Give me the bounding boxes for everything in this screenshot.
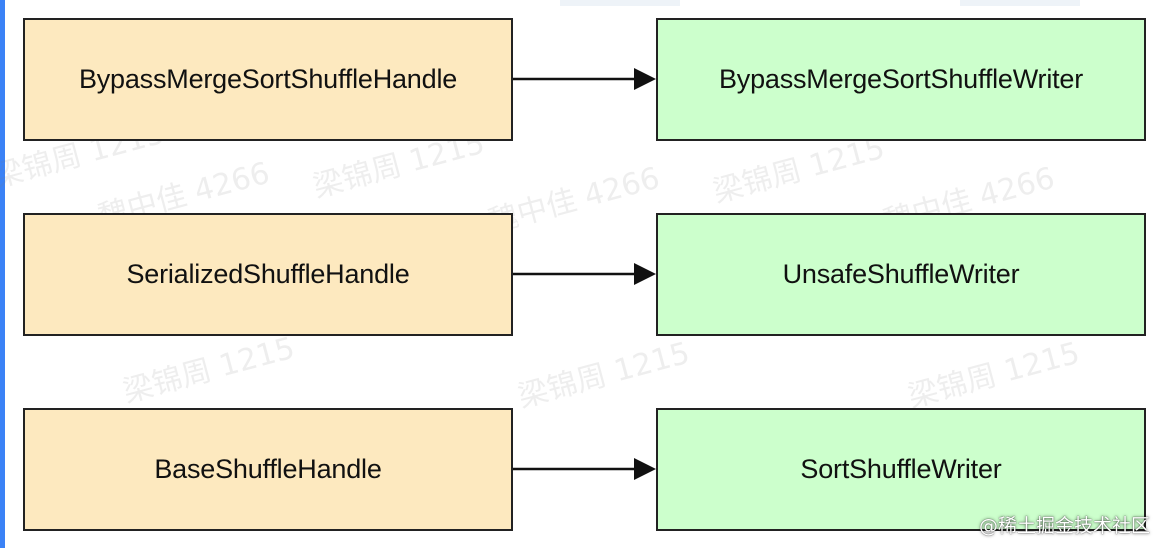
writer-box-unsafe: UnsafeShuffleWriter (656, 213, 1146, 336)
left-accent-bar (0, 0, 5, 548)
top-strip (960, 0, 1080, 6)
handle-box-bypass-merge-sort: BypassMergeSortShuffleHandle (23, 18, 513, 141)
writer-box-bypass-merge-sort: BypassMergeSortShuffleWriter (656, 18, 1146, 141)
source-credit: @稀土掘金技术社区 (978, 515, 1150, 537)
writer-label: BypassMergeSortShuffleWriter (718, 64, 1084, 94)
writer-label: UnsafeShuffleWriter (782, 259, 1020, 289)
arrow-row-3 (513, 458, 656, 480)
arrow-row-2 (513, 263, 656, 285)
top-strip (560, 0, 680, 6)
arrow-row-1 (513, 68, 656, 90)
handle-label: BaseShuffleHandle (154, 454, 382, 484)
handle-label: SerializedShuffleHandle (126, 259, 410, 289)
handle-box-base: BaseShuffleHandle (23, 408, 513, 531)
handle-box-serialized: SerializedShuffleHandle (23, 213, 513, 336)
writer-label: SortShuffleWriter (800, 454, 1002, 484)
handle-label: BypassMergeSortShuffleHandle (78, 64, 458, 94)
writer-box-sort: SortShuffleWriter (656, 408, 1146, 531)
